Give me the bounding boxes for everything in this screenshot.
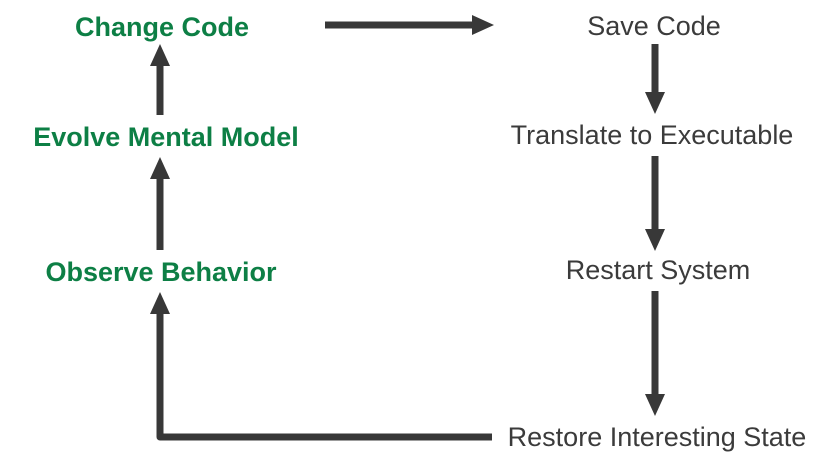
- arrowhead-down-icon: [645, 92, 665, 114]
- step-observe-behavior: Observe Behavior: [45, 257, 277, 287]
- arrow-evolve-to-change: [150, 44, 170, 115]
- step-restart-system: Restart System: [565, 255, 751, 285]
- arrowhead-up-icon: [150, 44, 170, 66]
- arrow-translate-to-restart: [645, 156, 665, 251]
- step-restore-interesting-state: Restore Interesting State: [507, 422, 807, 452]
- step-save-code: Save Code: [587, 11, 721, 41]
- step-evolve-mental-model: Evolve Mental Model: [33, 122, 299, 152]
- arrowhead-down-icon: [645, 229, 665, 251]
- arrow-observe-to-evolve: [150, 157, 170, 250]
- arrowhead-right-icon: [472, 15, 494, 35]
- arrow-change-to-save: [325, 15, 494, 35]
- arrowhead-up-icon: [150, 292, 170, 314]
- arrow-restart-to-restore: [645, 291, 665, 416]
- step-translate-to-executable: Translate to Executable: [510, 120, 794, 150]
- step-change-code: Change Code: [74, 12, 250, 42]
- arrowhead-up-icon: [150, 157, 170, 179]
- arrowhead-down-icon: [645, 394, 665, 416]
- arrow-restore-to-observe: [150, 292, 492, 441]
- arrow-save-to-translate: [645, 44, 665, 114]
